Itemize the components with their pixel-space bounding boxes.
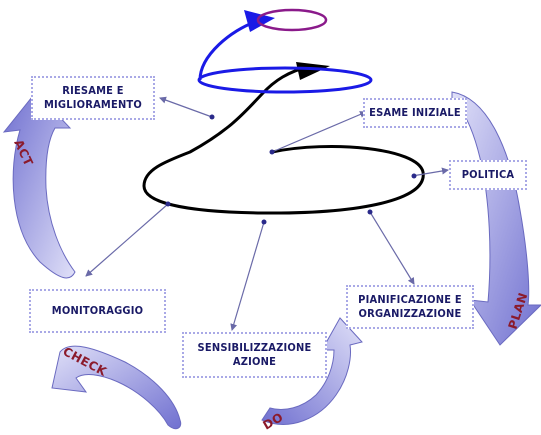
check-curved-arrow [51,345,182,430]
box-sensibilizzazione-azione: SENSIBILIZZAZIONE AZIONE [182,332,327,378]
connector-esame-iniziale [271,111,367,153]
box-riesame-miglioramento: RIESAME E MIGLIORAMENTO [31,76,155,120]
connector-politica [411,167,449,177]
do-curved-arrow [261,317,363,425]
sensibilizzazione-line1: SENSIBILIZZAZIONE [197,341,312,354]
box-pianificazione-organizzazione: PIANIFICAZIONE E ORGANIZZAZIONE [346,285,474,329]
riesame-line2: MIGLIORAMENTO [44,98,142,111]
act-curved-arrow [2,91,76,279]
connectors [85,96,449,331]
spiral-lower-loop [142,62,425,215]
box-esame-iniziale: ESAME INIZIALE [363,98,467,128]
sensibilizzazione-line2: AZIONE [232,355,277,368]
box-monitoraggio: MONITORAGGIO [29,289,166,333]
connector-pianificazione [369,211,415,285]
connector-riesame [159,96,213,118]
pianificazione-line1: PIANIFICAZIONE E [358,293,462,306]
connector-sensibilizzazione [230,221,265,331]
politica-label: POLITICA [461,168,515,181]
connector-monitoraggio [85,203,169,277]
esame-iniziale-label: ESAME INIZIALE [369,106,461,119]
box-politica: POLITICA [449,160,527,190]
spiral-middle-loop [197,10,373,94]
monitoraggio-label: MONITORAGGIO [51,304,144,317]
connector-dots [165,114,417,225]
riesame-line1: RIESAME E [62,84,124,97]
spiral-upper-loop [256,8,328,32]
plan-curved-arrow [451,91,541,346]
pianificazione-line2: ORGANIZZAZIONE [358,307,462,320]
